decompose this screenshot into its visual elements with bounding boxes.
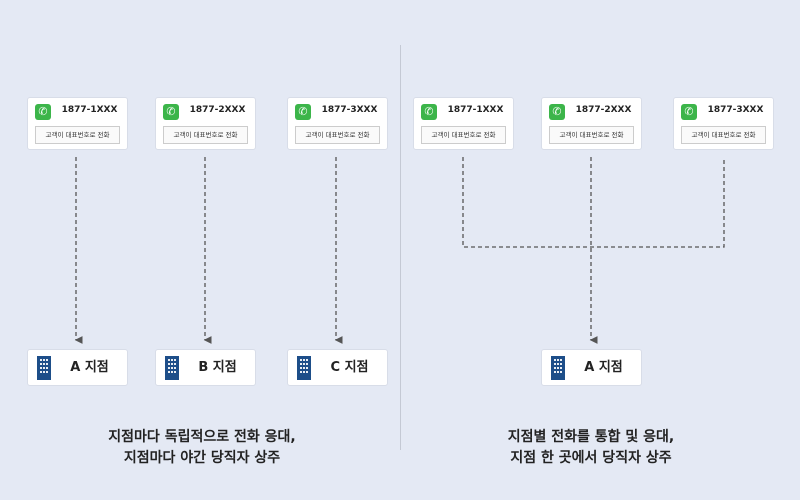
building-icon [37,356,51,380]
caption-line: 지점 한 곳에서 당직자 상주 [510,450,672,466]
phone-icon: ✆ [549,104,565,120]
divider [400,45,401,450]
caption-line: 지점마다 독립적으로 전화 응대, [108,429,296,445]
branch-label: C 지점 [330,360,369,375]
phone-icon: ✆ [295,104,311,120]
phone-icon: ✆ [163,104,179,120]
call-label: 고객이 대표번호로 전화 [163,126,248,144]
branch-label: A 지점 [70,360,109,375]
phone-card: ✆ 1877-3XXX 고객이 대표번호로 전화 [673,97,774,150]
call-label: 고객이 대표번호로 전화 [549,126,634,144]
building-icon [551,356,565,380]
phone-card: ✆ 1877-2XXX 고객이 대표번호로 전화 [155,97,256,150]
phone-number: 1877-3XXX [707,105,764,115]
call-label: 고객이 대표번호로 전화 [421,126,506,144]
branch-box: C 지점 [287,349,388,386]
phone-number: 1877-3XXX [321,105,378,115]
branch-box: B 지점 [155,349,256,386]
caption-line: 지점별 전화를 통합 및 응대, [507,429,675,445]
phone-number: 1877-2XXX [189,105,246,115]
phone-icon: ✆ [421,104,437,120]
phone-number: 1877-1XXX [447,105,504,115]
left-caption: 지점마다 독립적으로 전화 응대, 지점마다 야간 당직자 상주 [22,427,382,469]
branch-box: A 지점 [27,349,128,386]
phone-card: ✆ 1877-3XXX 고객이 대표번호로 전화 [287,97,388,150]
caption-line: 지점마다 야간 당직자 상주 [123,450,281,466]
phone-card: ✆ 1877-2XXX 고객이 대표번호로 전화 [541,97,642,150]
building-icon [297,356,311,380]
right-caption: 지점별 전화를 통합 및 응대, 지점 한 곳에서 당직자 상주 [411,427,771,469]
phone-card: ✆ 1877-1XXX 고객이 대표번호로 전화 [413,97,514,150]
call-label: 고객이 대표번호로 전화 [35,126,120,144]
building-icon [165,356,179,380]
call-label: 고객이 대표번호로 전화 [295,126,380,144]
phone-number: 1877-1XXX [61,105,118,115]
branch-label: B 지점 [198,360,237,375]
phone-icon: ✆ [681,104,697,120]
call-label: 고객이 대표번호로 전화 [681,126,766,144]
phone-number: 1877-2XXX [575,105,632,115]
phone-card: ✆ 1877-1XXX 고객이 대표번호로 전화 [27,97,128,150]
branch-box: A 지점 [541,349,642,386]
phone-icon: ✆ [35,104,51,120]
branch-label: A 지점 [584,360,623,375]
